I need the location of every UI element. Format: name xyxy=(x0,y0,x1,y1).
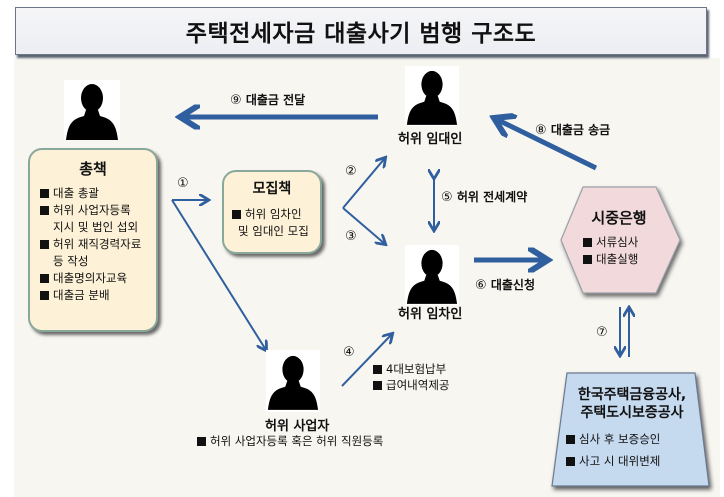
agency-item: 사고 시 대위변제 xyxy=(560,450,704,472)
business-person xyxy=(266,350,320,412)
bullet-icon xyxy=(40,240,49,249)
bullet-icon xyxy=(40,206,49,215)
recruiter-box: 모집책 허위 임차인 및 임대인 모집 xyxy=(222,170,322,254)
arrow-step3 xyxy=(342,207,385,244)
diagram-title-text: 주택전세자금 대출사기 범행 구조도 xyxy=(185,21,537,47)
bullet-icon xyxy=(197,437,206,446)
person-silhouette-icon xyxy=(267,355,319,410)
step7-label: ⑦ xyxy=(596,325,608,340)
bank-title: 시중은행 xyxy=(591,209,647,227)
landlord-person xyxy=(405,66,459,126)
bullet-icon xyxy=(566,457,575,466)
leader-item: 허위 사업자등록 xyxy=(40,202,156,219)
person-silhouette-icon xyxy=(66,84,118,140)
bank-hexagon xyxy=(560,186,681,294)
step6-label: ⑥ 대출신청 xyxy=(475,278,536,293)
bullet-icon xyxy=(40,189,49,198)
bullet-icon xyxy=(232,210,241,219)
leader-title: 총책 xyxy=(79,160,107,178)
agency-trapezoid xyxy=(551,372,710,487)
leader-item: 허위 재직경력자료 xyxy=(40,236,156,253)
business-side-item: 급여내역제공 xyxy=(373,377,449,394)
leader-box: 총책 대출 총괄 허위 사업자등록 지시 및 법인 섭외 허위 재직경력자료 등… xyxy=(28,148,158,332)
agency-item: 심사 후 보증승인 xyxy=(560,428,704,450)
leader-item: 대출명의자교육 xyxy=(40,270,156,287)
step4-label: ④ xyxy=(343,345,355,360)
bank-item: 대출실행 xyxy=(583,251,655,268)
bullet-icon xyxy=(583,238,592,247)
agency-title-1: 한국주택금융공사, xyxy=(577,387,687,403)
person-silhouette-icon xyxy=(406,249,458,304)
bullet-icon xyxy=(40,274,49,283)
arrow-step1-business xyxy=(171,199,266,350)
bullet-icon xyxy=(373,381,382,390)
landlord-label: 허위 임대인 xyxy=(398,132,463,147)
recruiter-item-cont: 및 임대인 모집 xyxy=(238,224,309,238)
recruiter-item: 허위 임차인 xyxy=(232,206,320,223)
agency-content: 한국주택금융공사, 주택도시보증공사 심사 후 보증승인 사고 시 대위변제 xyxy=(560,386,704,472)
arrow-step8 xyxy=(494,118,598,171)
tenant-person xyxy=(405,245,459,305)
recruiter-title: 모집책 xyxy=(252,181,292,197)
bullet-icon xyxy=(373,365,382,374)
leader-item-cont: 지시 및 법인 섭외 xyxy=(53,220,139,234)
agency-title-2: 주택도시보증공사 xyxy=(580,405,684,421)
business-label: 허위 사업자 xyxy=(265,419,330,434)
leader-item-cont: 등 작성 xyxy=(53,254,89,268)
tenant-label: 허위 임차인 xyxy=(398,307,463,322)
leader-item: 대출 총괄 xyxy=(40,185,156,202)
step5-label: ⑤ 허위 전세계약 xyxy=(441,190,528,205)
bank-item: 서류심사 xyxy=(583,234,655,251)
business-note: 허위 사업자등록 혹은 허위 직원등록 xyxy=(197,433,383,450)
business-side-item: 4대보험납부 xyxy=(373,361,446,378)
arrow-step2 xyxy=(342,158,385,209)
diagram-title: 주택전세자금 대출사기 범행 구조도 xyxy=(15,7,707,55)
step1-label: ① xyxy=(177,176,189,191)
bullet-icon xyxy=(40,291,49,300)
step2-label: ② xyxy=(345,164,357,179)
arrow-step4 xyxy=(341,334,392,387)
bullet-icon xyxy=(566,435,575,444)
person-silhouette-icon xyxy=(406,70,458,125)
step3-label: ③ xyxy=(345,229,357,244)
leader-person xyxy=(64,80,120,140)
leader-item: 대출금 분배 xyxy=(40,287,156,304)
step9-label: ⑨ 대출금 전달 xyxy=(230,93,306,108)
bank-content: 시중은행 서류심사 대출실행 xyxy=(583,207,655,268)
step8-label: ⑧ 대출금 송금 xyxy=(535,123,611,138)
bullet-icon xyxy=(583,255,592,264)
